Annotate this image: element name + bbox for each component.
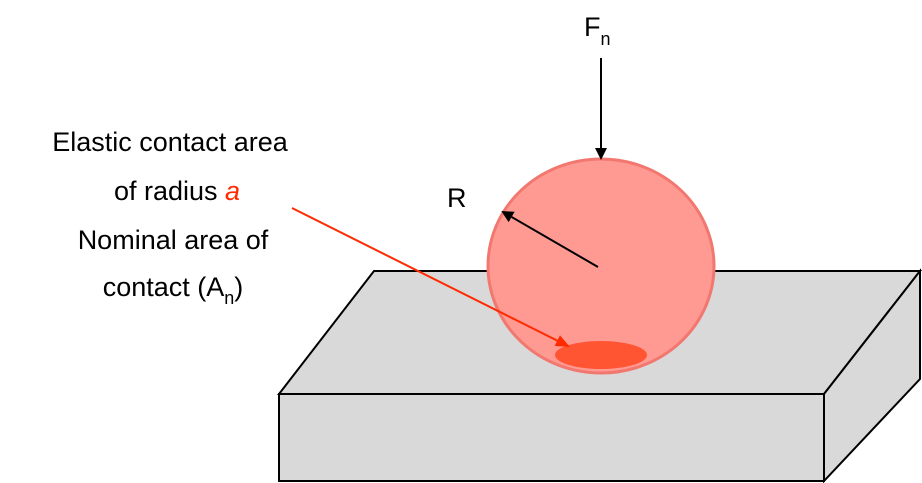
- contact-description: Elastic contact area of radius a Nominal…: [52, 127, 289, 308]
- radius-arrow: [501, 210, 599, 268]
- contact-line-2: of radius a: [114, 176, 240, 206]
- contact-line-4-sub: n: [224, 288, 234, 308]
- radius-variable-a: a: [225, 176, 240, 206]
- contact-line-4: contact (An): [103, 272, 244, 308]
- force-label-sub: n: [601, 29, 611, 49]
- radius-label: R: [447, 183, 467, 213]
- contact-pointer-line: [291, 207, 570, 347]
- contact-line-4-prefix: contact (A: [103, 272, 225, 302]
- contact-line-1: Elastic contact area: [52, 127, 289, 157]
- force-label-main: F: [584, 12, 601, 42]
- force-label: Fn: [584, 12, 611, 49]
- sphere-body: [486, 157, 716, 375]
- contact-line-4-suffix: ): [234, 272, 243, 302]
- sphere: [486, 157, 716, 375]
- contact-line-3: Nominal area of: [78, 225, 269, 255]
- contact-line-2-prefix: of radius: [114, 176, 225, 206]
- block-side-face: [823, 268, 921, 483]
- block-front-face: [278, 393, 825, 482]
- contact-area-ellipse: [555, 341, 647, 369]
